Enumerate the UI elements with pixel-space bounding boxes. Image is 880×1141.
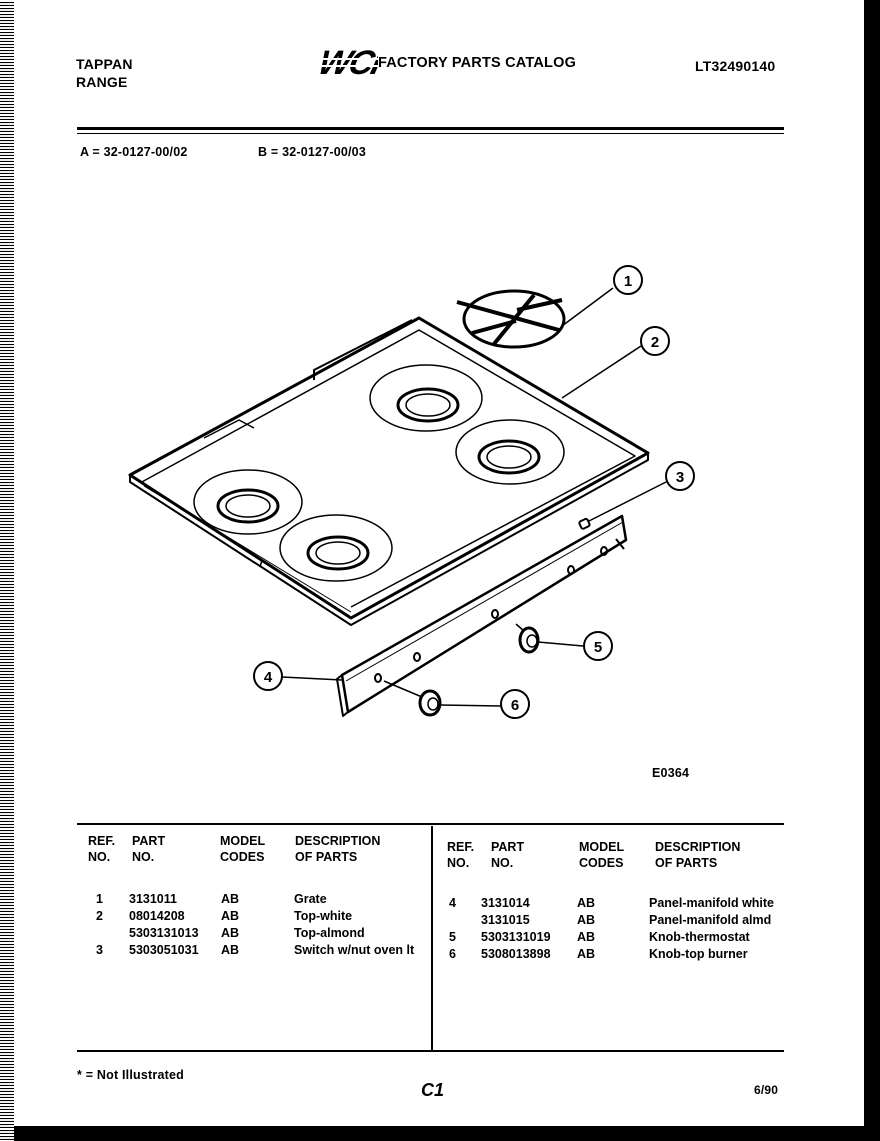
page-code: C1 bbox=[421, 1080, 445, 1100]
table-row: 6 5308013898 AB Knob-top burner bbox=[449, 947, 748, 961]
table-row: 4 3131014 AB Panel-manifold white bbox=[449, 896, 775, 910]
callout-circles bbox=[253, 265, 695, 719]
model-b: B = 32-0127-00/03 bbox=[258, 145, 366, 159]
exploded-diagram: 1 2 3 4 5 6 bbox=[128, 265, 695, 719]
brand-name: TAPPAN bbox=[76, 56, 133, 72]
switch bbox=[578, 517, 591, 530]
table-row: 1 3131011 AB Grate bbox=[96, 892, 327, 906]
catalog-page: TAPPAN RANGE WCI FACTORY PARTS CATALOG L… bbox=[14, 0, 864, 1126]
table-row: 3131015 AB Panel-manifold almd bbox=[481, 913, 772, 927]
table-divider bbox=[431, 826, 433, 1051]
manifold-panel bbox=[336, 514, 628, 717]
callout-6: 6 bbox=[511, 697, 519, 714]
table-row: 5 5303131019 AB Knob-thermostat bbox=[449, 930, 750, 944]
diagram-code: E0364 bbox=[652, 766, 690, 780]
callout-4: 4 bbox=[264, 669, 273, 686]
header-rule-thin bbox=[77, 133, 784, 134]
table-top-rule bbox=[77, 823, 784, 825]
brand-block: TAPPAN RANGE bbox=[76, 55, 133, 91]
callout-2: 2 bbox=[651, 334, 659, 351]
knob-thermostat bbox=[515, 623, 540, 654]
callout-5: 5 bbox=[594, 639, 602, 656]
footnote: * = Not Illustrated bbox=[77, 1068, 184, 1082]
knob-top-burner bbox=[383, 680, 442, 717]
header-ref: REF.NO. bbox=[88, 834, 116, 864]
catalog-title: FACTORY PARTS CATALOG bbox=[378, 55, 577, 71]
scan-edge bbox=[0, 0, 14, 1141]
table-row: 3 5303051031 AB Switch w/nut oven lt bbox=[96, 943, 415, 957]
revision-date: 6/90 bbox=[754, 1083, 779, 1097]
catalog-number: LT32490140 bbox=[695, 58, 776, 74]
header-rule-thick bbox=[77, 127, 784, 130]
wci-logo: WCI bbox=[314, 44, 388, 81]
cooktop-top bbox=[128, 316, 650, 626]
callout-3: 3 bbox=[676, 469, 684, 486]
product-type: RANGE bbox=[76, 74, 128, 90]
table-row: 2 08014208 AB Top-white bbox=[96, 909, 353, 923]
leader-lines bbox=[281, 287, 667, 707]
table-row: 5303131013 AB Top-almond bbox=[129, 926, 365, 940]
model-a: A = 32-0127-00/02 bbox=[80, 145, 188, 159]
svg-text:WCI: WCI bbox=[315, 44, 378, 78]
callout-1: 1 bbox=[624, 273, 632, 290]
grate bbox=[456, 289, 566, 349]
header-ref: REF.NO. bbox=[447, 840, 475, 870]
table-bottom-rule bbox=[77, 1050, 784, 1052]
